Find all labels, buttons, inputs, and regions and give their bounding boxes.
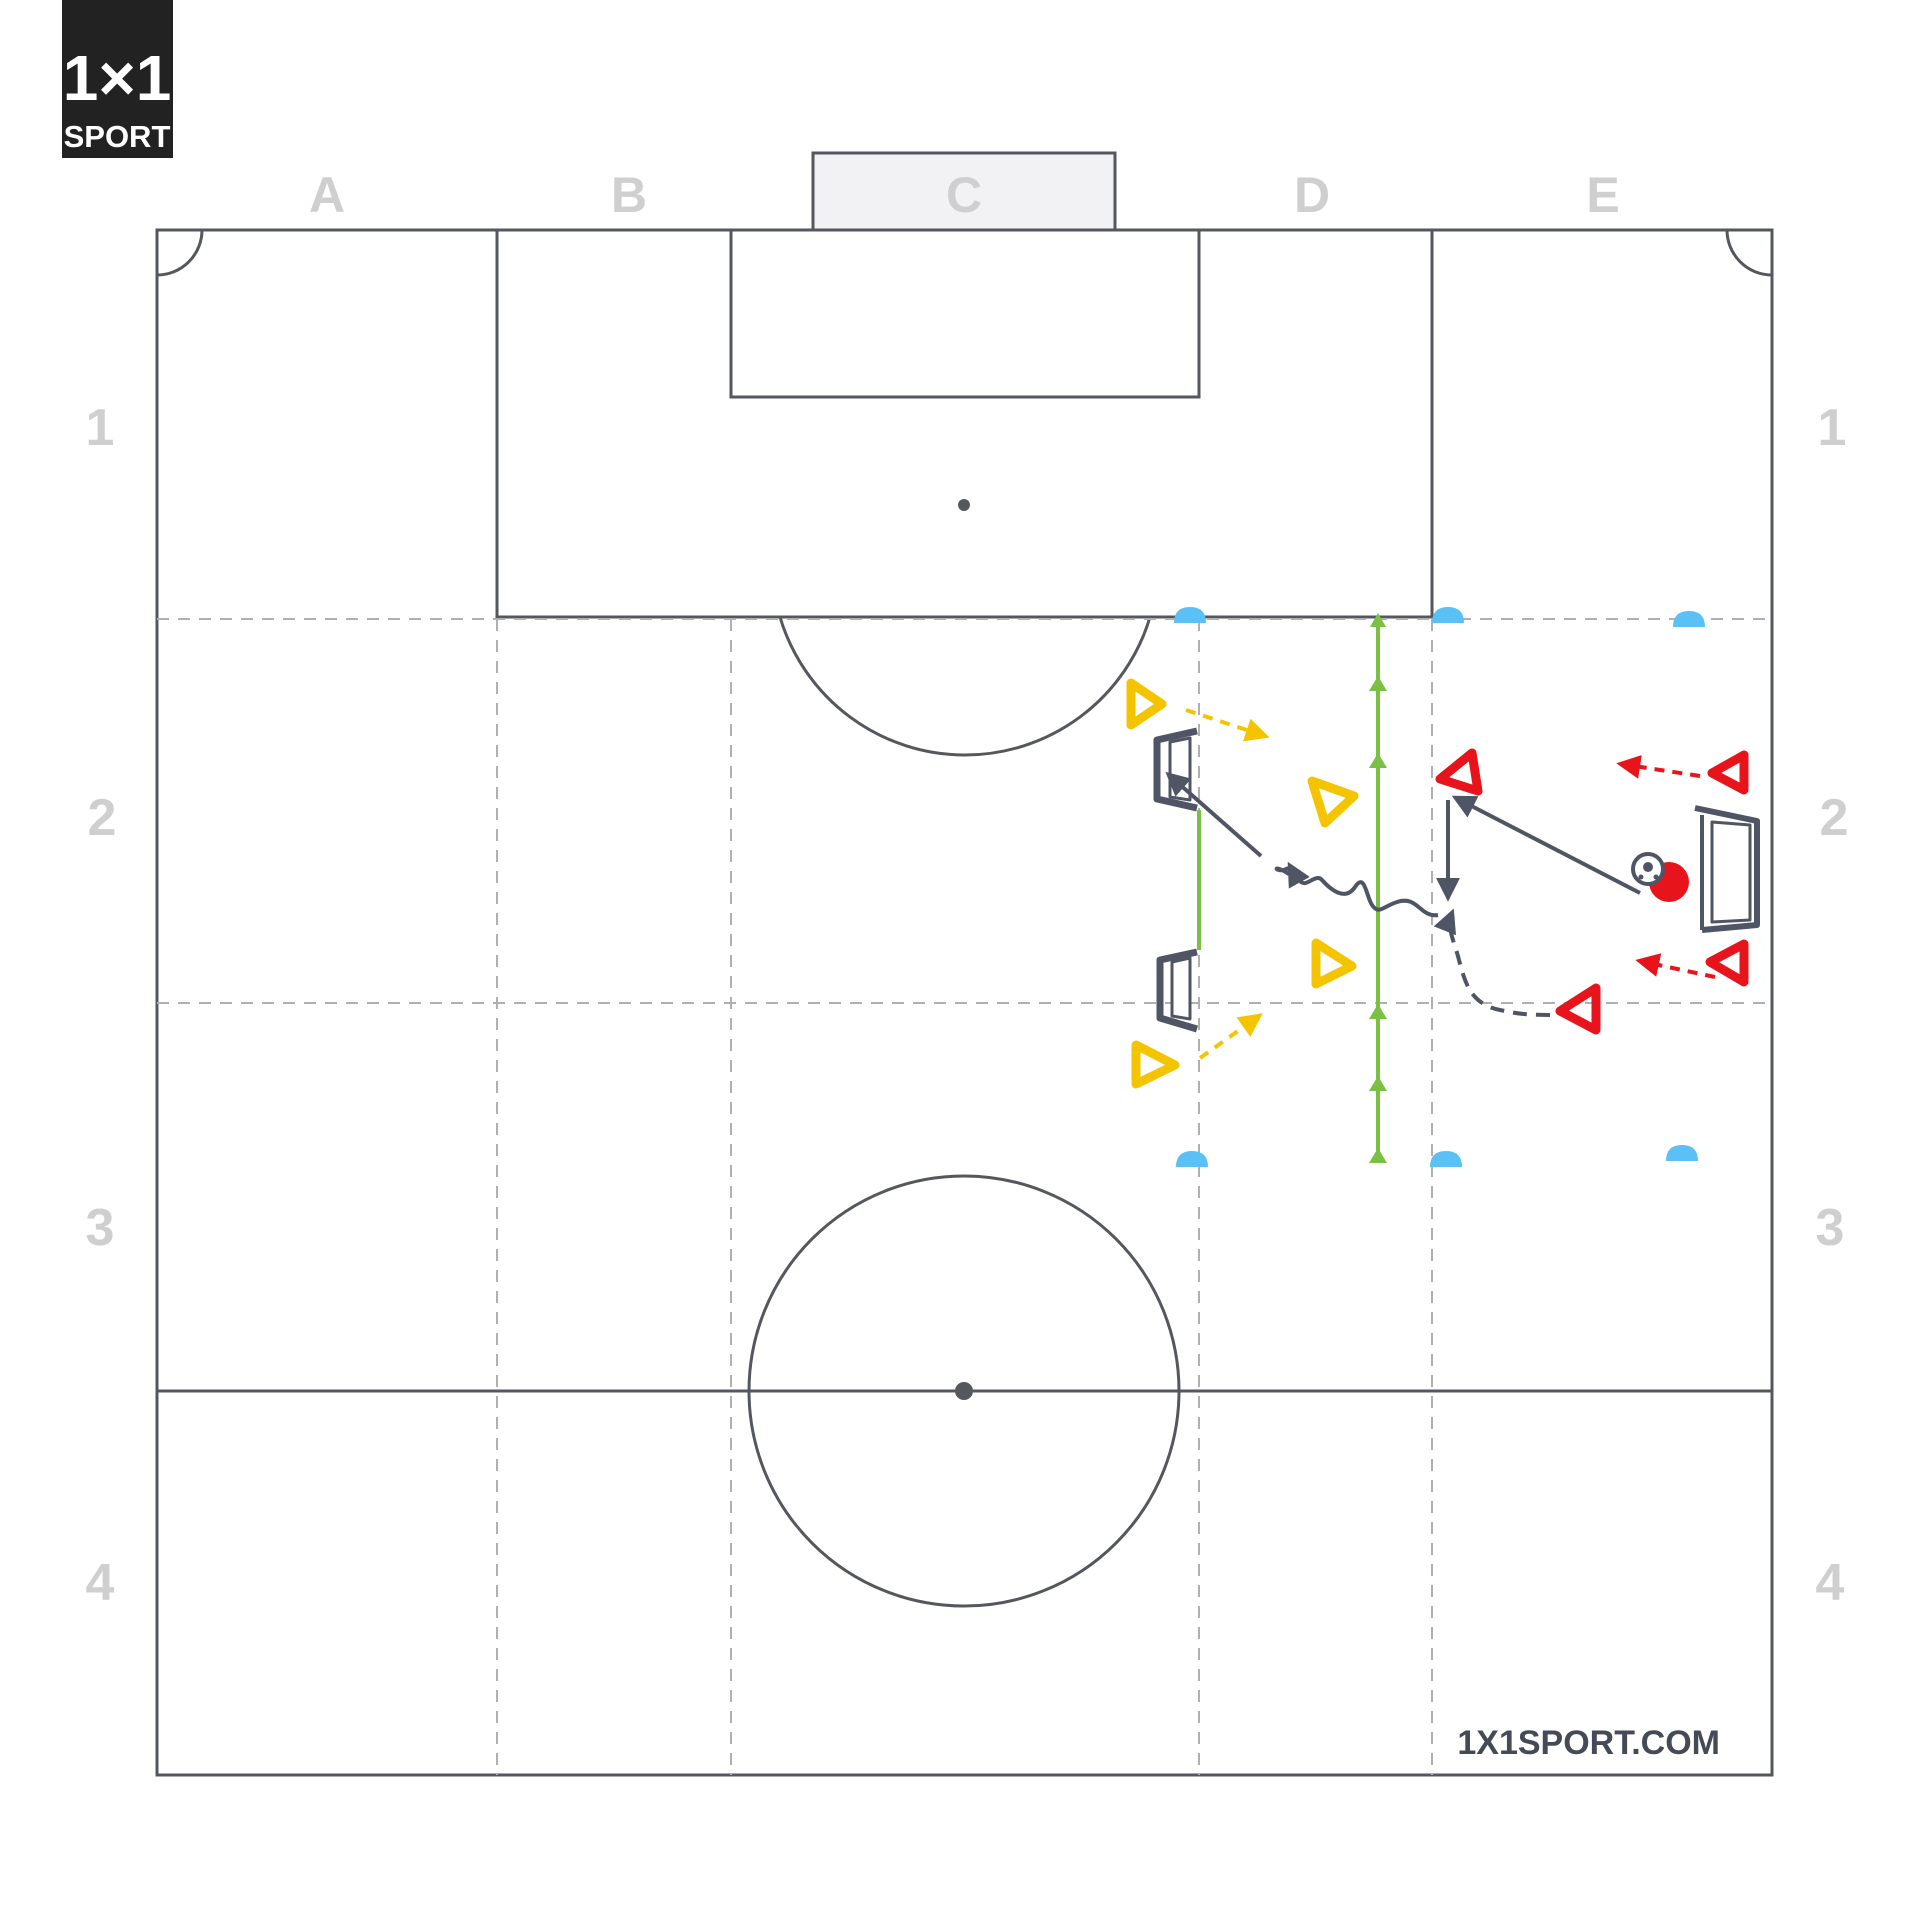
blue-cone-icon [1666,1145,1698,1161]
yellow-player-icon [1307,776,1359,828]
column-label-e: E [1586,167,1619,223]
yellow-player-icon [1311,938,1357,989]
green-boundary-line [1369,613,1387,1163]
yellow-run-arrow [1185,708,1270,742]
red-player-icon [1435,748,1483,796]
red-run-arrow [1635,953,1716,979]
green-cone-icon [1369,676,1387,691]
red-player-icon [1707,750,1749,795]
green-cone-icon [1369,1004,1387,1019]
ball-icon [1631,852,1665,886]
yellow-player-icon [1126,678,1167,730]
penalty-spot [958,499,970,511]
blue-cone-icon [1432,607,1464,623]
corner-arc-right [1725,229,1773,277]
red-arrows [1616,755,1716,979]
red-players [1435,748,1749,1035]
column-label-b: B [611,167,647,223]
brand-logo: 1×1 SPORT [62,0,173,158]
corner-arc-left [156,229,204,277]
row-label-left-3: 3 [86,1199,115,1257]
green-cone-icon [1370,613,1386,627]
red-player-icon [1555,983,1601,1035]
mini-goal-left-bottom [1156,948,1198,1033]
row-label-right-2: 2 [1820,789,1849,847]
goal-area [729,228,1201,399]
row-label-right-4: 4 [1816,1554,1845,1612]
shot-arrow [1165,771,1263,858]
logo-main-text: 1×1 [63,42,172,114]
goal [811,151,1117,232]
column-label-c: C [946,167,982,223]
row-label-left-2: 2 [88,789,117,847]
dribble-path [1274,865,1439,918]
penalty-arc [778,616,1152,757]
red-run-arrow [1616,755,1701,779]
center-circle [747,1174,1181,1608]
center-spot [955,1382,973,1400]
green-cone-icon [1369,1076,1387,1091]
blue-cones [1174,607,1705,1167]
zone-grid [157,618,1772,1775]
column-label-d: D [1294,167,1330,223]
row-label-left-1: 1 [86,399,115,457]
blue-cone-icon [1174,607,1206,623]
yellow-players [1126,678,1359,1089]
pass-arrow [1451,795,1641,895]
row-label-left-4: 4 [86,1554,115,1612]
green-cone-icon [1369,753,1387,768]
pass-arrows [1165,771,1641,1017]
blue-cone-icon [1430,1151,1462,1167]
column-label-a: A [309,167,345,223]
blue-cone-icon [1176,1151,1208,1167]
logo-sub-text: SPORT [64,119,171,154]
blue-cone-icon [1673,611,1705,627]
row-label-right-1: 1 [1818,399,1847,457]
mini-goal-right [1694,805,1760,933]
yellow-run-arrow [1198,1013,1263,1060]
watermark-text: 1X1SPORT.COM [1457,1724,1720,1762]
penalty-area [495,228,1434,619]
run-arrow [1433,908,1551,1017]
yellow-player-icon [1131,1040,1180,1089]
yellow-arrows [1185,708,1270,1060]
row-label-right-3: 3 [1816,1199,1845,1257]
red-player-icon [1705,939,1749,987]
green-cone-icon [1369,1148,1387,1163]
